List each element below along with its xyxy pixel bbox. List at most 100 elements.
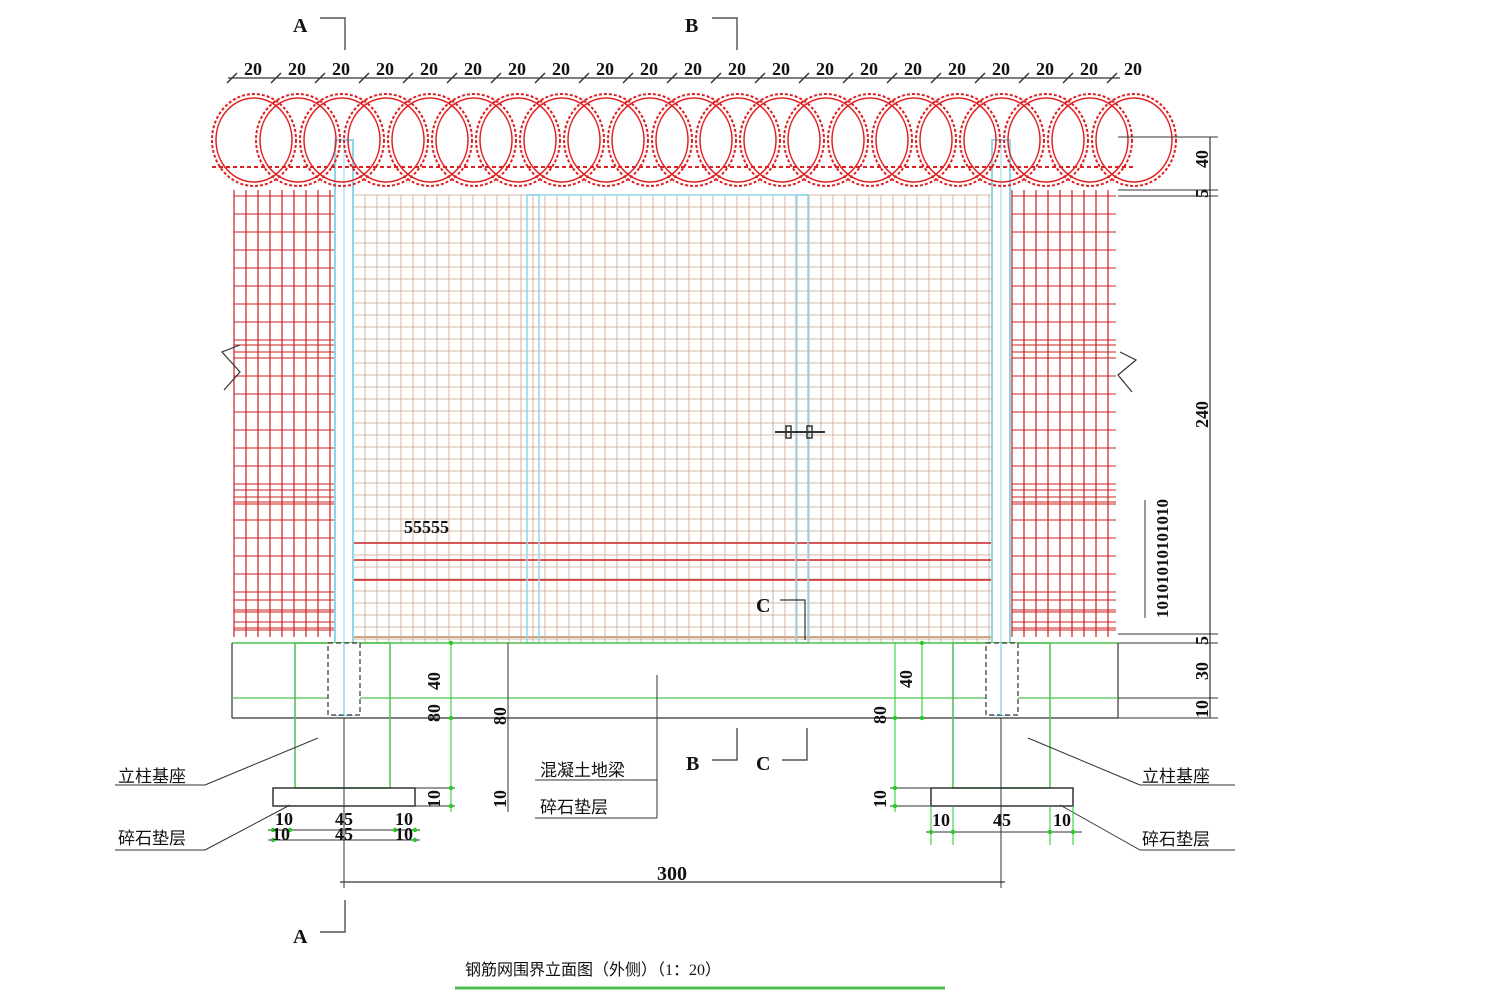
razor-wire-coil [783, 93, 869, 187]
razor-wire-coil [475, 93, 561, 187]
top-spacing-label: 20 [552, 59, 570, 79]
dim-base-left-45a: 45 [335, 809, 353, 829]
footings [115, 344, 1235, 990]
top-spacing-label: 20 [816, 59, 834, 79]
dim-arrow-dot [270, 827, 276, 833]
dim-arrow-dot [928, 829, 934, 835]
razor-wire-coil [431, 93, 517, 187]
top-spacing-label: 20 [508, 59, 526, 79]
section-b-bottom-mark [712, 728, 738, 761]
section-a-bottom: A [293, 926, 308, 948]
top-dim-tick [446, 72, 458, 84]
top-spacing-label: 20 [464, 59, 482, 79]
dim-arrow-dot [919, 715, 925, 721]
razor-wire-coil [607, 93, 693, 187]
dim-left-10: 10 [424, 790, 444, 808]
dim-right-5-top: 5 [1192, 189, 1212, 198]
top-spacing-label: 20 [288, 59, 306, 79]
dim-left-80: 80 [424, 704, 444, 722]
section-b-top-mark [712, 17, 738, 50]
top-spacing-label: 20 [420, 59, 438, 79]
top-spacing-label: 20 [1124, 59, 1142, 79]
top-spacing-label: 20 [860, 59, 878, 79]
top-dim-tick [314, 72, 326, 84]
dim-base-right-10a: 10 [932, 810, 950, 830]
razor-wire-coil [915, 93, 1001, 187]
dim-arrow-dot [412, 827, 418, 833]
dim-arrow-dot [892, 785, 898, 791]
mesh-spacing-note: 55555 [404, 517, 449, 537]
dim-mid-80: 80 [490, 707, 510, 725]
top-dim-tick [490, 72, 502, 84]
dim-right-240: 240 [1192, 401, 1212, 428]
razor-wire-coils [211, 93, 1177, 187]
top-dim-tick [974, 72, 986, 84]
right-break-mark [1117, 351, 1138, 393]
top-dim-tick [402, 72, 414, 84]
section-b-top: B [685, 15, 698, 37]
dimension-lines [228, 17, 1218, 933]
dim-left-40: 40 [424, 672, 444, 690]
dim-arrow-dot [287, 827, 293, 833]
dim-arrow-dot [892, 803, 898, 809]
razor-wire-coil [959, 93, 1045, 187]
razor-wire-coil [255, 93, 341, 187]
dim-base-left-10b: 10 [395, 809, 413, 829]
dim-right-10-bottom: 10 [1192, 700, 1212, 718]
dim-right-30: 30 [1192, 662, 1212, 680]
section-c-mid: C [756, 595, 770, 617]
dim-base-left-10a: 10 [275, 809, 293, 829]
dim-arrow-dot [448, 640, 454, 646]
section-a-top-mark [320, 17, 346, 50]
razor-wire-coil [1047, 93, 1133, 187]
top-spacing-label: 20 [728, 59, 746, 79]
top-spacing-label: 20 [948, 59, 966, 79]
top-dim-tick [226, 72, 238, 84]
top-dim-tick [358, 72, 370, 84]
top-dim-tick [886, 72, 898, 84]
dim-right-footing-80: 80 [870, 706, 890, 724]
dim-right-10-stack: 10101010101010 [1153, 499, 1172, 618]
top-spacing-label: 20 [992, 59, 1010, 79]
drawing-title: 钢筋网围界立面图（外侧）（1：20） [465, 961, 721, 979]
section-c-mid-mark [780, 599, 806, 640]
top-spacing-label: 20 [332, 59, 350, 79]
mesh-grid [233, 190, 1116, 643]
label-post-base-left: 立柱基座 [118, 767, 186, 786]
label-gravel-right: 碎石垫层 [1142, 830, 1210, 849]
dim-base-left-10d: 10 [395, 824, 413, 844]
top-dim-tick [666, 72, 678, 84]
top-dim-tick [798, 72, 810, 84]
razor-wire-coil [563, 93, 649, 187]
top-spacing-label: 20 [1036, 59, 1054, 79]
razor-wire-coil [871, 93, 957, 187]
top-dim-tick [1106, 72, 1118, 84]
dim-mid-10: 10 [490, 790, 510, 808]
top-spacing-label: 20 [376, 59, 394, 79]
dim-arrow-dot [448, 715, 454, 721]
dim-arrow-dot [448, 785, 454, 791]
dim-base-left-10c: 10 [272, 824, 290, 844]
top-dim-tick [1018, 72, 1030, 84]
dim-right-5-bottom: 5 [1192, 636, 1212, 645]
top-dim-tick [1062, 72, 1074, 84]
top-spacing-label: 20 [904, 59, 922, 79]
dim-right-footing-10: 10 [870, 790, 890, 808]
razor-wire-coil [651, 93, 737, 187]
dim-base-left-45b: 45 [335, 824, 353, 844]
top-dim-tick [270, 72, 282, 84]
dim-base-right-10b: 10 [1053, 810, 1071, 830]
right-post-socket [985, 642, 1019, 716]
posts [334, 139, 1011, 716]
razor-wire-coil [1091, 93, 1177, 187]
top-dim-tick [842, 72, 854, 84]
razor-wire-coil [519, 93, 605, 187]
razor-wire-coil [299, 93, 385, 187]
razor-wire-coil [211, 93, 297, 187]
dim-span-300: 300 [657, 863, 687, 885]
dim-right-footing-40: 40 [896, 670, 916, 688]
razor-wire-coil [739, 93, 825, 187]
